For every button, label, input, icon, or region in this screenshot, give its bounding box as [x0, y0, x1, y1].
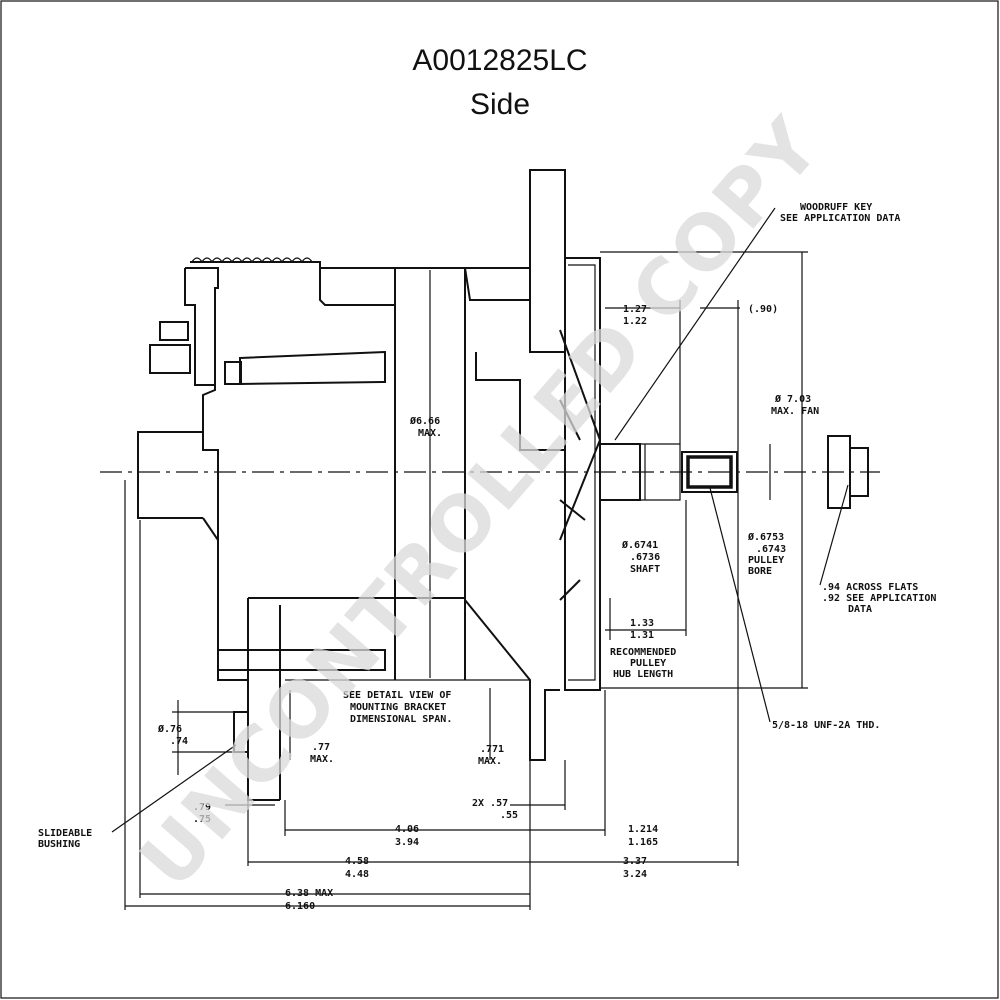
dim-2x-0-57: 2X .57	[472, 798, 508, 809]
flats-label-1: .94 ACROSS FLATS	[822, 582, 918, 593]
hub-pulley-label: PULLEY	[630, 658, 666, 669]
flats-label-2: .92 SEE APPLICATION	[822, 593, 936, 604]
drawing-view-label: Side	[469, 88, 531, 121]
flats-label-3: DATA	[848, 604, 872, 615]
hub-recommended-label: RECOMMENDED	[610, 647, 676, 658]
bore-pulley-label: PULLEY	[748, 555, 784, 566]
dim-0-77-max: MAX.	[310, 754, 334, 765]
detail-view-label-2: MOUNTING BRACKET	[350, 702, 446, 713]
shaft-diameter-2: .6736	[630, 552, 660, 563]
hub-dim-1-33: 1.33	[630, 618, 654, 629]
slideable-label-2: BUSHING	[38, 839, 80, 850]
dim-1-214: 1.214	[628, 824, 658, 835]
bore-diameter-1: Ø.6753	[747, 531, 784, 543]
shaft-label: SHAFT	[630, 564, 660, 575]
bushing-diameter-1: Ø.76	[157, 723, 182, 735]
alternator-outline	[137, 169, 869, 801]
dim-0-771-max: MAX.	[478, 756, 502, 767]
dim-4-58: 4.58	[345, 856, 369, 867]
dim-3-24: 3.24	[623, 869, 647, 880]
dim-0-55: .55	[500, 810, 518, 821]
dim-6-160: 6.160	[285, 901, 315, 912]
thread-label: 5/8-18 UNF-2A THD.	[772, 720, 880, 731]
fan-diameter-label: Ø 7.03	[774, 393, 811, 405]
dim-0-75: .75	[193, 814, 211, 825]
detail-view-label-3: DIMENSIONAL SPAN.	[350, 714, 452, 725]
hub-dim-1-31: 1.31	[630, 630, 654, 641]
body-diameter-label: Ø6.66	[409, 415, 440, 427]
body-max-label: MAX.	[418, 428, 442, 439]
dimension-lines	[111, 207, 849, 910]
dimension-labels: WOODRUFF KEY SEE APPLICATION DATA 1.27 1…	[38, 202, 936, 912]
woodruff-key-label: WOODRUFF KEY	[800, 202, 872, 213]
dim-0-79: .79	[193, 802, 211, 813]
detail-view-label-1: SEE DETAIL VIEW OF	[343, 690, 451, 701]
bushing-diameter-2: .74	[170, 736, 188, 747]
dim-4-48: 4.48	[345, 869, 369, 880]
shaft-diameter-1: Ø.6741	[621, 539, 658, 551]
dim-1-165: 1.165	[628, 837, 658, 848]
dim-0-90: (.90)	[748, 304, 778, 315]
dim-1-27: 1.27	[623, 304, 647, 315]
drawing-title: A0012825LC	[412, 44, 588, 77]
bore-label: BORE	[748, 566, 772, 577]
woodruff-ref-label: SEE APPLICATION DATA	[780, 213, 900, 224]
dim-0-771: .771	[480, 744, 504, 755]
dim-3-94: 3.94	[395, 837, 419, 848]
dim-1-22: 1.22	[623, 316, 647, 327]
hub-length-label: HUB LENGTH	[613, 669, 673, 680]
dim-3-37: 3.37	[623, 856, 647, 867]
dim-6-38-max: 6.38 MAX	[285, 888, 333, 899]
dim-0-77: .77	[312, 742, 330, 753]
dim-4-06: 4.06	[395, 824, 419, 835]
slideable-label-1: SLIDEABLE	[38, 828, 92, 839]
fan-max-label: MAX. FAN	[771, 406, 819, 417]
watermark: UNCONTROLLED COPY	[122, 101, 837, 905]
bore-diameter-2: .6743	[756, 544, 786, 555]
